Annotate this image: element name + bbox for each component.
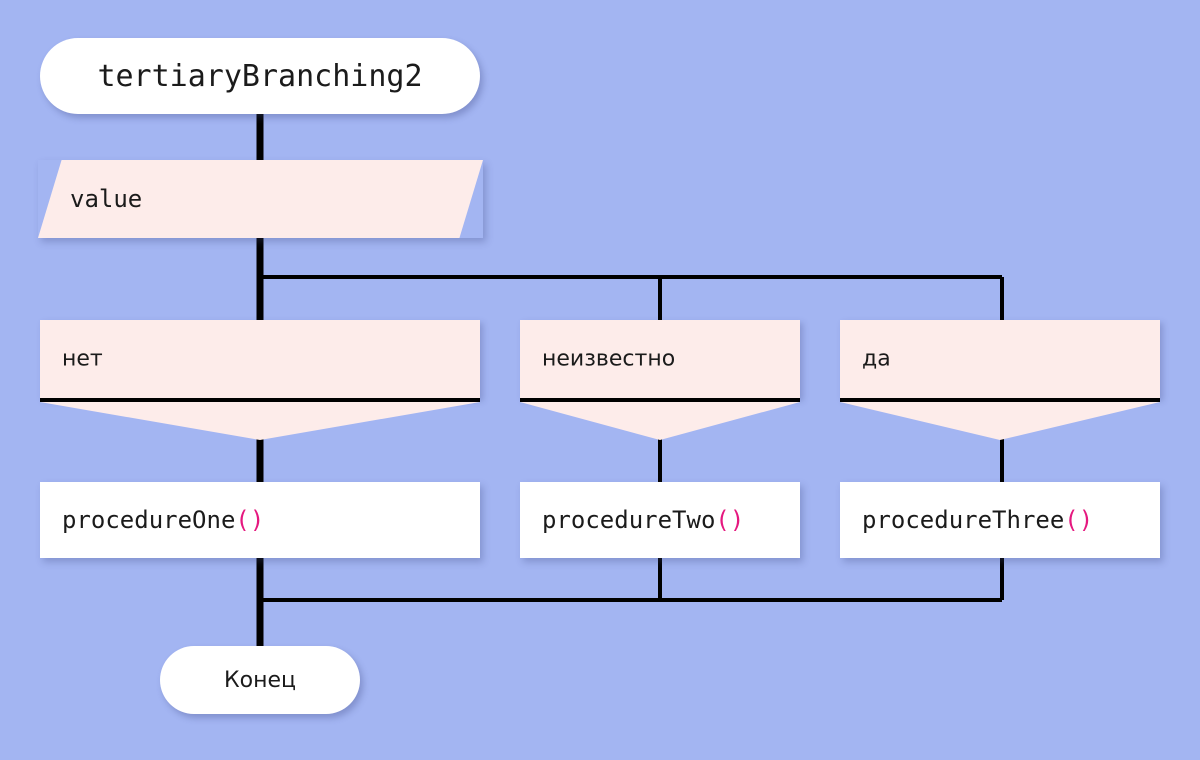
branch-net-label: нет — [62, 346, 103, 372]
input-value-label: value — [70, 185, 143, 213]
process-procedure-two-label: procedureTwo() — [520, 506, 744, 534]
branch-neizvestno-body — [520, 320, 800, 398]
branch-da-rule — [840, 398, 1160, 402]
branch-condition-da[interactable]: да — [840, 320, 1160, 440]
branch-da-wedge — [840, 402, 1160, 440]
branch-da-label: да — [862, 346, 891, 372]
process-procedure-three[interactable]: procedureThree() — [840, 482, 1160, 558]
branch-net-wedge — [40, 402, 480, 440]
process-procedure-three-parens: () — [1064, 506, 1094, 534]
branch-neizvestno-label: неизвестно — [542, 346, 676, 372]
process-procedure-one[interactable]: procedureOne() — [40, 482, 480, 558]
process-procedure-one-name: procedureOne — [62, 506, 236, 534]
start-terminal-label: tertiaryBranching2 — [97, 58, 423, 94]
parallelogram-shape — [38, 160, 483, 238]
branch-da-body — [840, 320, 1160, 398]
end-terminal[interactable]: Конец — [160, 646, 360, 714]
process-procedure-two-name: procedureTwo — [542, 506, 716, 534]
input-value-node[interactable]: value — [38, 160, 483, 238]
process-procedure-two[interactable]: procedureTwo() — [520, 482, 800, 558]
branch-neizvestno-wedge — [520, 402, 800, 440]
process-procedure-three-name: procedureThree — [862, 506, 1065, 534]
process-procedure-three-label: procedureThree() — [840, 506, 1093, 534]
branch-net-rule — [40, 398, 480, 402]
process-procedure-one-label: procedureOne() — [40, 506, 264, 534]
start-terminal[interactable]: tertiaryBranching2 — [40, 38, 480, 114]
process-procedure-one-parens: () — [235, 506, 265, 534]
end-terminal-label: Конец — [224, 667, 296, 693]
branch-condition-neizvestno[interactable]: неизвестно — [520, 320, 800, 440]
branch-net-body — [40, 320, 480, 398]
process-procedure-two-parens: () — [715, 506, 745, 534]
branch-neizvestno-rule — [520, 398, 800, 402]
branch-condition-net[interactable]: нет — [40, 320, 480, 440]
